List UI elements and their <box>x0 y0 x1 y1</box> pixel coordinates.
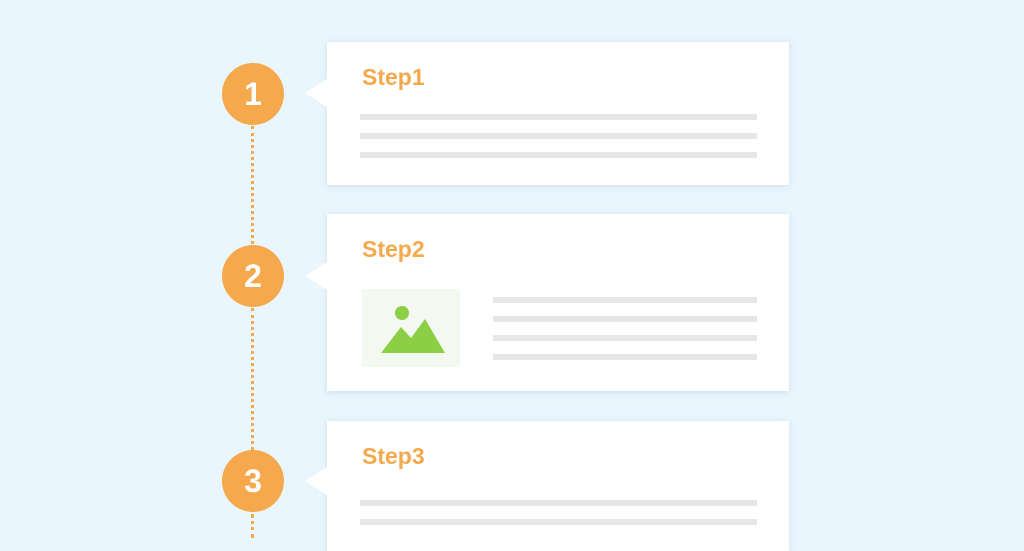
step-3-title: Step3 <box>362 443 425 469</box>
step-2-number: 2 <box>244 257 262 294</box>
step-3-number-badge: 3 <box>222 450 284 512</box>
step-3-text-line <box>360 500 757 506</box>
step-1-number-badge: 1 <box>222 63 284 125</box>
step-1-text-line <box>360 152 757 158</box>
timeline-connector-1-2 <box>251 126 254 244</box>
step-2-text-line <box>493 354 757 360</box>
step-1-card-pointer <box>305 79 327 107</box>
step-2-card: Step2 <box>305 214 789 391</box>
image-placeholder-icon <box>381 306 445 353</box>
step-3-card: Step3 <box>305 421 789 551</box>
step-3-text-line <box>360 519 757 525</box>
timeline-connector-3-end <box>251 514 254 538</box>
step-3-number: 3 <box>244 462 262 499</box>
step-2-text-line <box>493 297 757 303</box>
step-3-card-pointer <box>305 467 327 495</box>
step-2-text-line <box>493 335 757 341</box>
step-2-title: Step2 <box>362 236 425 262</box>
timeline-connector-2-3 <box>251 308 254 450</box>
step-1-text-line <box>360 114 757 120</box>
step-1-card: Step1 <box>305 42 789 185</box>
step-1-title: Step1 <box>362 64 425 90</box>
step-2-image-placeholder <box>362 289 460 367</box>
step-2-card-pointer <box>305 262 327 290</box>
step-1-text-line <box>360 133 757 139</box>
step-2-text-line <box>493 316 757 322</box>
step-2-number-badge: 2 <box>222 245 284 307</box>
step-1-number: 1 <box>244 75 262 112</box>
